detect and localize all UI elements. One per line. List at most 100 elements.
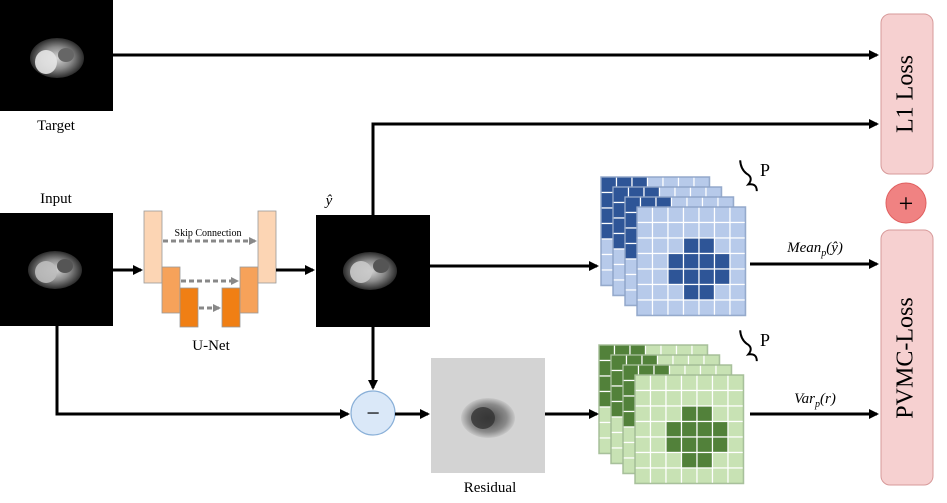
green-patch-cell: [696, 374, 714, 392]
green-patch-cell: [649, 389, 667, 407]
green-patch-cell: [696, 436, 714, 454]
skip-connection-label: Skip Connection: [175, 228, 242, 239]
blue-patch-cell: [651, 252, 669, 270]
green-patch-cell: [634, 389, 652, 407]
p-label-upper: P: [760, 160, 770, 180]
green-patch-cell: [696, 389, 714, 407]
blue-patch-cell: [636, 299, 654, 317]
green-patch-cell: [649, 420, 667, 438]
blue-patch-stack: [600, 176, 747, 317]
green-patch-cell: [665, 451, 683, 469]
green-patch-cell: [711, 389, 729, 407]
prediction-image: [316, 215, 430, 327]
green-patch-cell: [680, 374, 698, 392]
green-patch-cell: [727, 374, 745, 392]
input-to-minus-arrow: [55, 326, 350, 419]
blue-patch-cell: [651, 268, 669, 286]
green-patch-cell: [665, 467, 683, 485]
blue-patch-cell: [667, 252, 685, 270]
unet-decoder-2: [239, 266, 259, 314]
blue-patch-cell: [713, 268, 731, 286]
green-patch-cell: [727, 451, 745, 469]
green-patch-cell: [665, 389, 683, 407]
green-patch-cell: [649, 451, 667, 469]
green-patch-cell: [696, 467, 714, 485]
green-patch-cell: [680, 467, 698, 485]
green-patch-cell: [680, 420, 698, 438]
blue-patch-cell: [729, 252, 747, 270]
green-patch-cell: [727, 405, 745, 423]
unet-block: Skip Connection: [143, 210, 277, 328]
blue-patch-cell: [682, 221, 700, 239]
yhat-to-l1-arrow: [371, 119, 879, 215]
green-patch-cell: [680, 451, 698, 469]
blue-patch-cell: [698, 268, 716, 286]
blue-patch-cell: [667, 206, 685, 224]
green-patch-cell: [711, 467, 729, 485]
blue-patch-cell: [698, 299, 716, 317]
blue-patch-cell: [682, 237, 700, 255]
green-patch-cell: [649, 374, 667, 392]
green-patch-layer-4: [634, 374, 745, 485]
green-patch-cell: [711, 420, 729, 438]
input-image: [0, 213, 113, 326]
blue-patch-cell: [698, 252, 716, 270]
mean-label: Meanp(ŷ): [786, 240, 843, 259]
blue-patch-border: [636, 206, 747, 317]
green-patch-cell: [634, 436, 652, 454]
pvmc-loss-box: PVMC-Loss: [880, 229, 934, 486]
green-patch-cell: [696, 451, 714, 469]
blue-patch-cell: [698, 221, 716, 239]
p-label-lower: P: [760, 330, 770, 350]
blue-patch-cell: [636, 206, 654, 224]
blue-patch-cell: [636, 221, 654, 239]
green-patch-cell: [727, 467, 745, 485]
blue-patch-cell: [729, 268, 747, 286]
green-patch-cell: [634, 467, 652, 485]
var-label-text: Var: [794, 391, 815, 407]
blue-patch-cell: [682, 252, 700, 270]
blue-patch-cell: [667, 268, 685, 286]
blue-patch-cell: [698, 237, 716, 255]
blue-patch-cell: [636, 252, 654, 270]
blue-patch-cell: [729, 299, 747, 317]
blue-patch-cell: [667, 299, 685, 317]
green-patch-cell: [649, 467, 667, 485]
unet-encoder-1: [143, 210, 163, 284]
green-patch-cell: [634, 374, 652, 392]
curly-brace-icon: [739, 160, 758, 192]
unet-label: U-Net: [192, 338, 230, 354]
blue-patch-cell: [667, 221, 685, 239]
unet-bottleneck: [179, 287, 199, 328]
unet-decoder-1: [221, 287, 241, 328]
green-patch-cell: [711, 451, 729, 469]
blue-patch-cell: [651, 299, 669, 317]
blue-patch-cell: [651, 283, 669, 301]
residual-image: [431, 358, 545, 473]
residual-label: Residual: [464, 480, 517, 496]
target-label: Target: [37, 118, 76, 134]
unet-decoder-3: [257, 210, 277, 284]
blue-patch-layer-4: [636, 206, 747, 317]
unet-encoder-2: [161, 266, 181, 314]
green-patch-stack: [598, 344, 745, 485]
blue-patch-cell: [713, 252, 731, 270]
l1-loss-label: L1 Loss: [893, 55, 919, 133]
blue-patch-cell: [667, 283, 685, 301]
green-patch-cell: [649, 436, 667, 454]
curly-brace-icon: [739, 330, 758, 362]
target-image: [0, 0, 113, 111]
green-patch-cell: [711, 405, 729, 423]
green-patch-cell: [680, 389, 698, 407]
minus-icon: −: [350, 390, 396, 436]
blue-patch-cell: [667, 237, 685, 255]
blue-patch-cell: [713, 283, 731, 301]
blue-patch-cell: [698, 206, 716, 224]
green-patch-cell: [634, 420, 652, 438]
blue-patch-cell: [729, 206, 747, 224]
green-patch-cell: [680, 405, 698, 423]
blue-patch-cell: [713, 237, 731, 255]
blue-patch-cell: [713, 206, 731, 224]
blue-patch-cell: [636, 268, 654, 286]
